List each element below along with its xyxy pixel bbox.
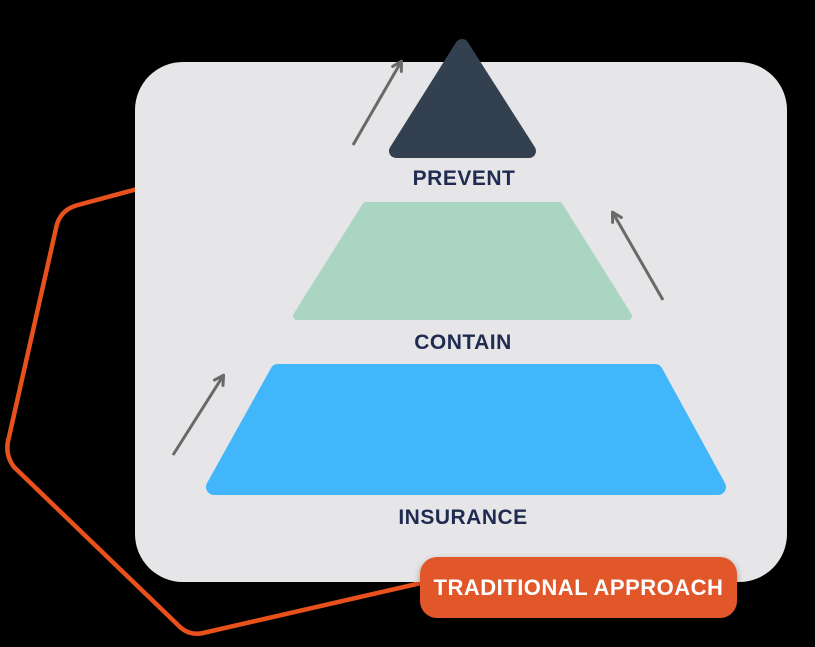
prevent-level-label: PREVENT <box>412 167 516 190</box>
contain-level-label: CONTAIN <box>414 331 512 354</box>
insurance-level-label: INSURANCE <box>398 506 528 529</box>
diagram-card-background <box>135 62 787 582</box>
traditional-approach-badge-label: TRADITIONAL APPROACH <box>433 574 724 600</box>
traditional-approach-badge: TRADITIONAL APPROACH <box>420 557 737 618</box>
